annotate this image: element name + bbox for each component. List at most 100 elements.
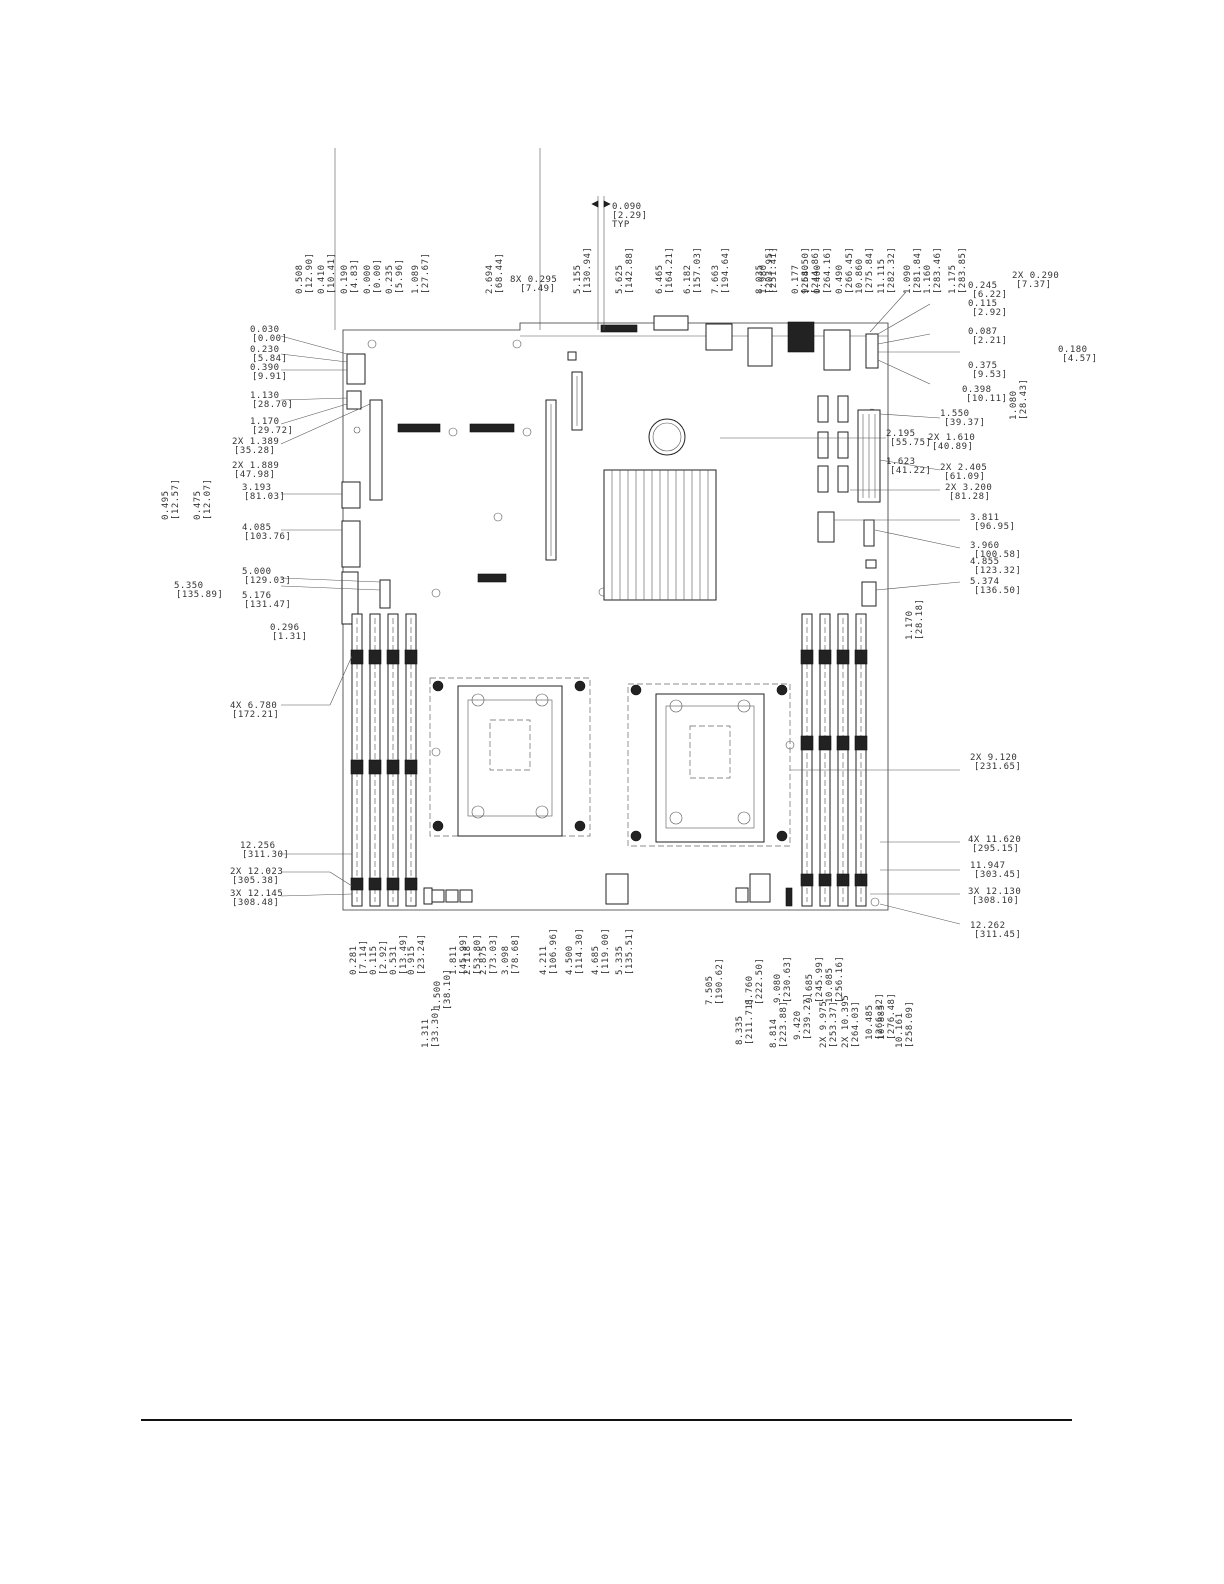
right-label-mm-8: [55.75]: [890, 438, 931, 448]
left-label-mm-7: [81.03]: [244, 492, 285, 502]
right-label-val-20: 3X 12.130: [968, 887, 1021, 897]
right-label-val-4: 0.180: [1058, 345, 1088, 355]
left-label-mm-0: [0.00]: [252, 334, 288, 344]
top-8x-val: 8X 0.295: [510, 275, 557, 285]
right-label-val-13: 3.811: [970, 513, 1000, 523]
slim-connector-1: [397, 423, 441, 433]
top-label-mm-13: [244.86]: [811, 247, 821, 294]
right-label-val-14: 3.960: [970, 541, 1000, 551]
bottom-label-val-23: 2X 10.395: [841, 995, 851, 1048]
slim-connector-2: [469, 423, 515, 433]
top-label-mm-22: [283.85]: [958, 247, 968, 294]
right-vert-mm-0: [28.43]: [1019, 379, 1029, 420]
bottom-label-val-15: 8.335: [735, 1015, 745, 1045]
top-label-mm-8: [142.88]: [625, 247, 635, 294]
bottom-label-mm-13: [135.51]: [625, 928, 635, 975]
right-label-mm-2: [2.92]: [972, 308, 1008, 318]
bottom-label-mm-20: [245.99]: [815, 956, 825, 1003]
top-label-val-2: 0.190: [340, 264, 350, 294]
battery: [648, 418, 686, 456]
left-vert-val-1: 0.475: [193, 490, 203, 520]
top-label-val-15: 0.177: [791, 264, 801, 294]
right-label-val-1: 0.245: [968, 281, 998, 291]
bottom-label-val-19: 9.420: [793, 1010, 803, 1040]
top-label-mm-10: [157.03]: [693, 247, 703, 294]
top-label-mm-21: [283.46]: [933, 247, 943, 294]
top-label-val-13: 9.640: [801, 264, 811, 294]
typ-mm: [2.29]: [612, 211, 648, 221]
left-label-val-3: 1.130: [250, 391, 280, 401]
right-label-val-3: 0.087: [968, 327, 998, 337]
left-label-mm-10: [135.89]: [176, 590, 223, 600]
right-label-val-19: 11.947: [970, 861, 1006, 871]
right-label-val-17: 2X 9.120: [970, 753, 1017, 763]
bottom-label-val-1: 0.115: [369, 945, 379, 975]
left-label-mm-14: [311.30]: [242, 850, 289, 860]
top-label-mm-2: [4.83]: [350, 258, 360, 294]
right-vert-val-0: 1.080: [1009, 390, 1019, 420]
left-label-val-8: 4.085: [242, 523, 272, 533]
top-label-mm-14: [251.41]: [769, 247, 779, 294]
left-label-mm-11: [131.47]: [244, 600, 291, 610]
bottom-label-mm-15: [211.71]: [745, 998, 755, 1045]
right-label-val-11: 2X 2.405: [940, 463, 987, 473]
top-label-mm-18: [275.84]: [865, 247, 875, 294]
left-label-val-9: 5.000: [242, 567, 272, 577]
right-label-val-15: 4.855: [970, 557, 1000, 567]
top-label-val-1: 0.410: [317, 264, 327, 294]
bottom-label-mm-16: [222.50]: [755, 958, 765, 1005]
top-label-val-21: 1.160: [923, 264, 933, 294]
top-label-mm-4: [5.96]: [395, 258, 405, 294]
top-label-mm-12: [203.95]: [765, 247, 775, 294]
top-label-mm-0: [12.90]: [305, 253, 315, 294]
top-label-val-6: 2.694: [485, 264, 495, 294]
top-label-mm-3: [0.00]: [373, 258, 383, 294]
left-label-mm-2: [9.91]: [252, 372, 288, 382]
right-label-val-9: 2X 1.610: [928, 433, 975, 443]
left-label-val-7: 3.193: [242, 483, 272, 493]
bottom-label-val-9: 3.098: [501, 945, 511, 975]
bottom-label-val-12: 4.685: [591, 945, 601, 975]
left-label-val-0: 0.030: [250, 325, 280, 335]
top-label-val-18: 10.860: [855, 258, 865, 294]
top-label-val-8: 5.625: [615, 264, 625, 294]
right-label-mm-15: [123.32]: [974, 566, 1021, 576]
top-dimension-labels: 0.508[12.90]0.410[10.41]0.190[4.83]0.000…: [295, 247, 968, 294]
top-label-val-4: 0.235: [385, 264, 395, 294]
right-label-mm-13: [96.95]: [974, 522, 1015, 532]
bottom-label-mm-22: [256.16]: [835, 956, 845, 1003]
bottom-label-val-8: 2.875: [479, 945, 489, 975]
top-label-mm-1: [10.41]: [327, 253, 337, 294]
top-label-mm-15: [258.50]: [801, 247, 811, 294]
top-label-mm-19: [282.32]: [887, 247, 897, 294]
left-label-val-15: 2X 12.023: [230, 867, 283, 877]
left-vert-val-0: 0.495: [161, 490, 171, 520]
right-label-val-5: 0.375: [968, 361, 998, 371]
bottom-label-val-18: 9.080: [773, 973, 783, 1003]
left-label-val-4: 1.170: [250, 417, 280, 427]
right-label-mm-12: [81.28]: [949, 492, 990, 502]
bottom-label-mm-7: [53.80]: [473, 934, 483, 975]
left-label-mm-16: [308.48]: [232, 898, 279, 908]
top-label-mm-11: [194.64]: [721, 247, 731, 294]
right-label-mm-0: [7.37]: [1016, 280, 1052, 290]
left-label-mm-6: [47.98]: [234, 470, 275, 480]
typ-label: TYP: [612, 220, 630, 230]
right-label-val-2: 0.115: [968, 299, 998, 309]
bottom-label-mm-10: [106.96]: [549, 928, 559, 975]
left-label-val-14: 12.256: [240, 841, 276, 851]
right-headers: [817, 395, 881, 607]
right-label-mm-20: [308.10]: [972, 896, 1019, 906]
right-label-mm-14: [100.58]: [974, 550, 1021, 560]
bottom-label-mm-18: [230.63]: [783, 956, 793, 1003]
left-label-val-12: 0.296: [270, 623, 300, 633]
right-label-mm-17: [231.65]: [974, 762, 1021, 772]
bottom-label-val-20: 9.685: [805, 973, 815, 1003]
left-label-val-13: 4X 6.780: [230, 701, 277, 711]
top-label-mm-7: [130.94]: [583, 247, 593, 294]
right-label-mm-1: [6.22]: [972, 290, 1008, 300]
right-label-mm-18: [295.15]: [972, 844, 1019, 854]
left-label-val-2: 0.390: [250, 363, 280, 373]
